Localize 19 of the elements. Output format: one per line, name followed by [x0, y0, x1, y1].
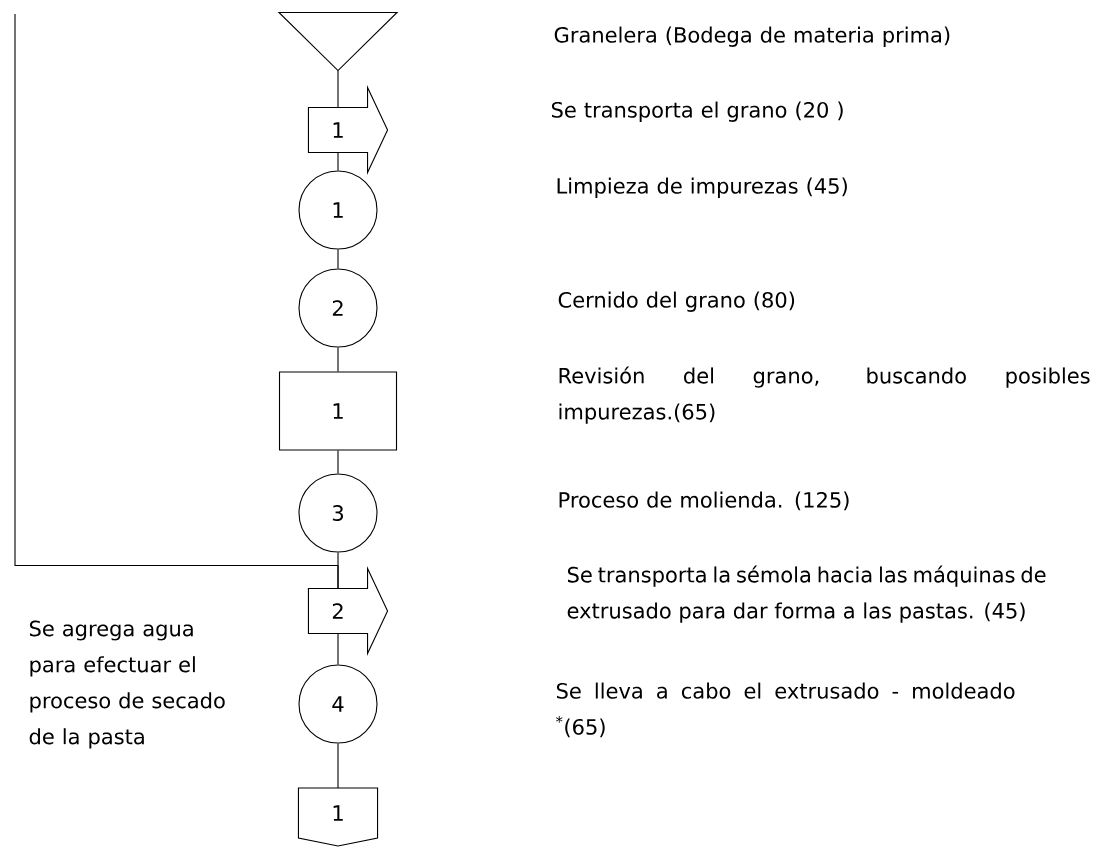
step-description: Granelera (Bodega de materia prima): [554, 26, 950, 47]
step-description: Proceso de molienda. (125): [559, 491, 849, 511]
step-description: Revisión del grano, buscando posibles impurezas.(65): [559, 366, 1090, 424]
offpage-connector: 1: [297, 787, 379, 847]
flow-line: [337, 249, 339, 269]
flow-line: [337, 743, 339, 789]
step-description: Cernido del grano (80): [558, 291, 795, 312]
flow-line: [337, 152, 339, 171]
step-description: Se transporta el grano (20 ): [551, 101, 843, 122]
flow-line: [337, 347, 339, 372]
note-text: Se agrega agua para efectuar el proceso de secado de la pasta: [29, 620, 225, 749]
flow-line: [337, 450, 339, 474]
step-description: Se lleva a cabo el extrusado - moldeado $^{*}$(65): [556, 682, 1015, 738]
flow-line: [337, 70, 339, 108]
inspection-box: 1: [278, 371, 398, 451]
step-description: Se transporta la sémola hacia las máquinas de extrusado para dar forma a las pastas. (45): [567, 565, 1046, 623]
connector-line: [14, 13, 339, 589]
step-description: Limpieza de impurezas (45): [557, 177, 847, 198]
flow-line: [337, 633, 339, 665]
